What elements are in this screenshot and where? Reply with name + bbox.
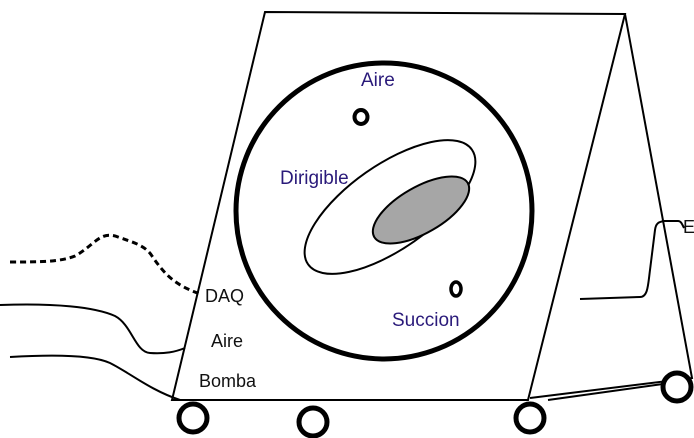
air-port (352, 108, 370, 126)
dirigible-ellipse (303, 139, 477, 275)
test-chamber-circle (233, 60, 535, 362)
rear-frame (529, 13, 694, 399)
right-cable (579, 220, 685, 300)
wheel-front-left (176, 401, 210, 435)
label-dirigible: Dirigible (280, 168, 349, 189)
ground-line (547, 382, 671, 401)
daq-cable (9, 233, 201, 296)
air-hose (0, 303, 186, 355)
gray-core-ellipse (371, 175, 471, 245)
wheel-rear (660, 370, 694, 404)
label-aire-side: Aire (211, 331, 243, 351)
label-e-cut: E (683, 217, 694, 237)
label-aire-top: Aire (361, 70, 395, 91)
suction-port (449, 280, 463, 298)
label-daq: DAQ (205, 286, 244, 306)
wheel-front-middle (296, 405, 330, 438)
pump-hose (9, 354, 181, 401)
label-succion: Succion (392, 310, 460, 331)
label-bomba: Bomba (199, 371, 257, 391)
wheel-front-right (513, 401, 547, 435)
